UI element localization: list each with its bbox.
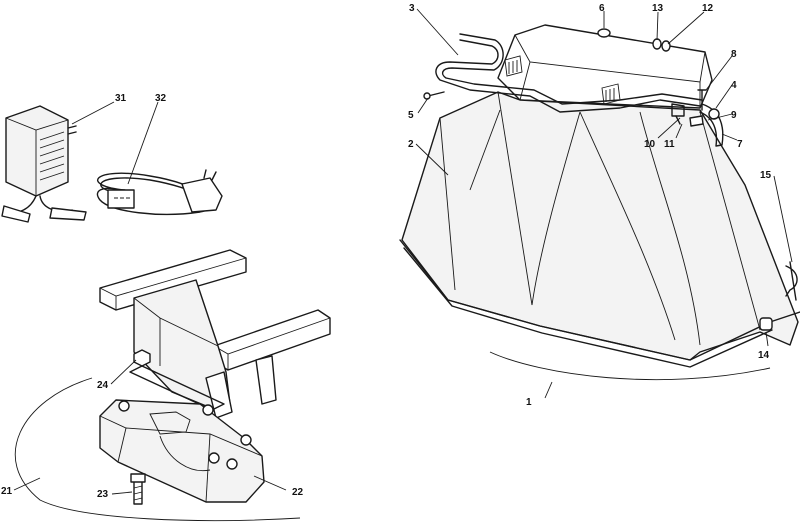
callout-3: 3 [409, 3, 415, 14]
washer-part-13 [652, 38, 662, 50]
callout-21: 21 [1, 486, 13, 497]
callout-13: 13 [652, 3, 664, 14]
callout-5: 5 [408, 110, 414, 121]
screw-part-5 [427, 91, 445, 97]
nut-part-24 [133, 349, 151, 367]
leader-lines [13, 8, 793, 495]
callout-10: 10 [644, 139, 656, 150]
washer-part-4 [708, 108, 720, 120]
callout-11: 11 [664, 139, 675, 150]
cable-connector [107, 189, 135, 209]
callout-4: 4 [731, 80, 737, 91]
top-vent-left [504, 55, 523, 77]
callout-6: 6 [599, 3, 605, 14]
callout-labels: 1 2 3 4 5 6 7 8 9 10 11 12 13 14 15 21 2… [1, 3, 772, 500]
charger-clamp-right [49, 207, 87, 221]
callout-14: 14 [758, 350, 770, 361]
callout-1: 1 [526, 397, 532, 408]
cable-plug [181, 177, 223, 213]
callout-31: 31 [115, 93, 127, 104]
catcher-bag-body [401, 91, 799, 361]
catcher-handle [435, 39, 701, 113]
spring-clip-part-15 [785, 261, 798, 301]
callout-24: 24 [97, 380, 109, 391]
frame-leg-right [255, 355, 277, 405]
battery-charger [1, 105, 87, 223]
callout-22: 22 [292, 487, 304, 498]
callout-32: 32 [155, 93, 167, 104]
pin-part-14 [759, 317, 773, 331]
washer-part-12 [661, 40, 671, 52]
ground-arc-catcher [489, 351, 771, 381]
bolt-part-8 [697, 89, 707, 111]
ballast-weight-assembly [14, 249, 331, 521]
charger-clamp-left [1, 205, 31, 223]
callout-23: 23 [97, 489, 109, 500]
clip-part-10 [671, 103, 685, 117]
bag-rim-frame [399, 239, 800, 361]
weight-block [99, 399, 265, 503]
callout-2: 2 [408, 139, 414, 150]
charger-body [5, 105, 69, 197]
callout-9: 9 [731, 110, 737, 121]
callout-15: 15 [760, 170, 772, 181]
callout-7: 7 [737, 139, 743, 150]
ground-arc-weight [14, 377, 301, 521]
callout-12: 12 [702, 3, 714, 14]
cap-part-6 [597, 28, 611, 38]
callout-8: 8 [731, 49, 737, 60]
grass-catcher-assembly [399, 24, 800, 381]
mains-cable [96, 169, 223, 216]
bracket-part-9 [689, 115, 704, 127]
frame-rail-left [99, 249, 247, 311]
frame-leg-left [205, 371, 233, 419]
mounting-plate [129, 365, 225, 411]
